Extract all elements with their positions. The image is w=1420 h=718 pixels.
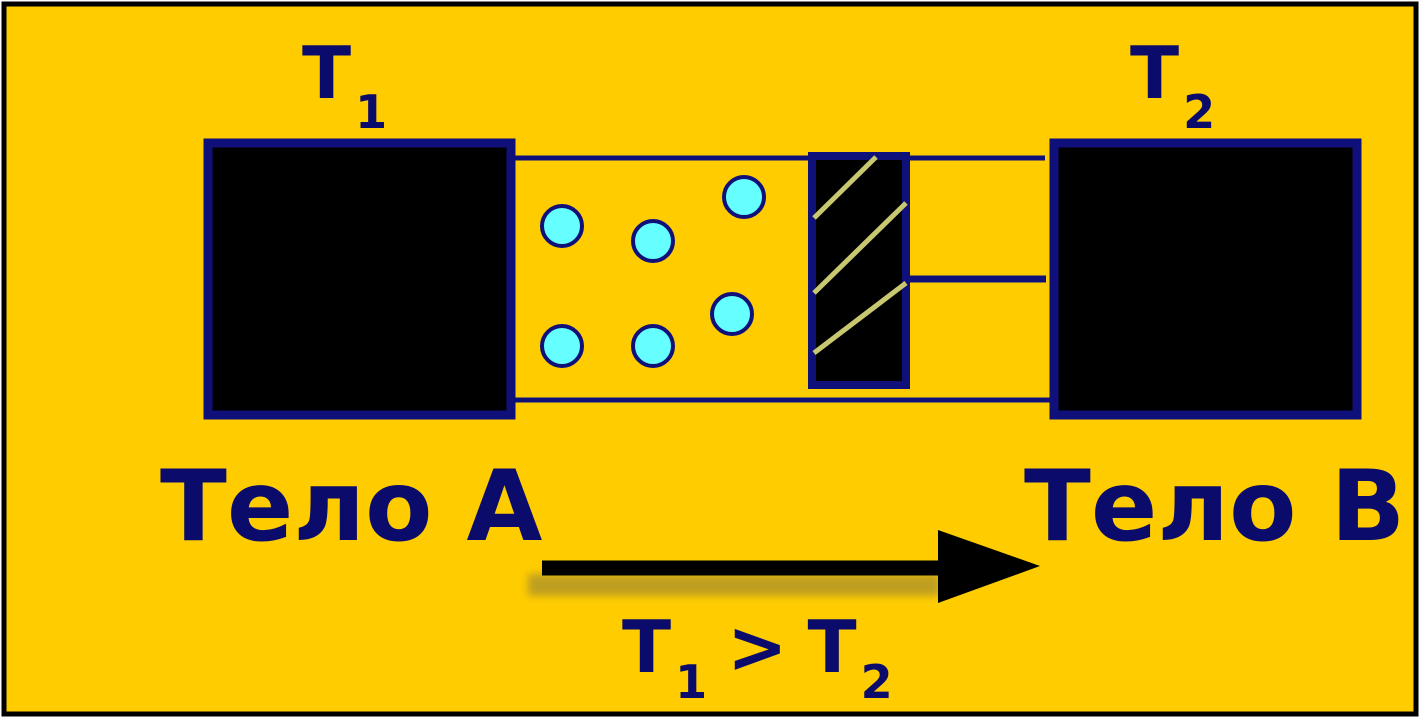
relation-t2-subscript: 2 [861,655,893,709]
relation-sign: > [727,605,787,689]
relation-t1-subscript: 1 [675,655,707,709]
piston-stripe [812,155,878,220]
heat-flow-arrow [528,530,1040,603]
temperature-relation: T1>T2 [622,605,893,709]
gas-particle [540,204,584,248]
gas-particle [631,219,675,263]
gas-particle [722,175,766,219]
arrow-head [938,530,1040,603]
t2-label: T2 [1130,31,1215,139]
relation-t2-letter: T [807,605,856,689]
gas-particle [540,324,584,368]
body-b-block [1049,138,1362,420]
piston-body [808,152,910,389]
body-a-block [203,138,516,420]
piston-stripe [812,201,908,295]
piston-stripe [812,281,908,355]
t1-label: T1 [302,31,387,139]
body-a-label: Тело А [160,450,543,564]
arrow-shadow [528,574,940,596]
piston [808,152,910,389]
gas-particle [710,292,754,336]
gas-particle [631,324,675,368]
t2-subscript: 2 [1183,85,1215,139]
body-b-label: Тело В [1024,450,1405,564]
t1-subscript: 1 [355,85,387,139]
